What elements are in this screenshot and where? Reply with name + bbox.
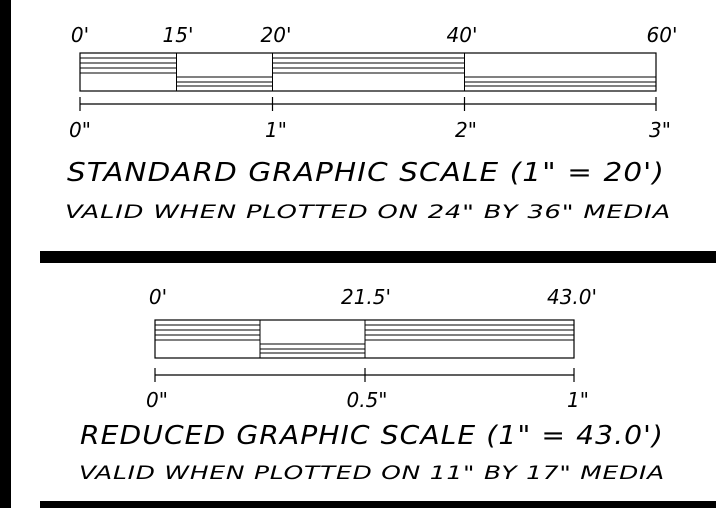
standard-scale-bar: [79, 52, 657, 92]
section-divider-bottom: [40, 501, 716, 508]
standard-top-label-3: 40': [447, 23, 478, 47]
reduced-scale-subtitle: VALID WHEN PLOTTED ON 11" BY 17" MEDIA: [79, 462, 665, 484]
standard-top-label-0: 0': [71, 23, 89, 47]
standard-top-label-2: 20': [261, 23, 292, 47]
sheet-left-border: [0, 0, 11, 508]
reduced-bottom-label-1: 0.5": [346, 388, 387, 412]
standard-bottom-label-2: 2": [455, 118, 477, 142]
section-divider-top: [40, 251, 716, 263]
reduced-top-label-0: 0': [149, 285, 167, 309]
standard-top-label-4: 60': [647, 23, 678, 47]
reduced-inch-axis: [154, 368, 575, 382]
reduced-scale-title: REDUCED GRAPHIC SCALE (1" = 43.0'): [80, 421, 664, 451]
standard-bottom-label-3: 3": [649, 118, 671, 142]
reduced-top-label-2: 43.0': [547, 285, 597, 309]
reduced-top-label-1: 21.5': [341, 285, 391, 309]
standard-scale-subtitle: VALID WHEN PLOTTED ON 24" BY 36" MEDIA: [65, 201, 671, 223]
standard-inch-axis: [79, 97, 657, 111]
standard-scale-title: STANDARD GRAPHIC SCALE (1" = 20'): [67, 158, 665, 188]
reduced-bottom-label-2: 1": [567, 388, 589, 412]
standard-scale: 0' 15' 20' 40' 60': [65, 23, 677, 223]
standard-bottom-label-0: 0": [69, 118, 91, 142]
reduced-scale-bar: [154, 319, 575, 359]
reduced-scale: 0' 21.5' 43.0': [79, 285, 665, 484]
standard-bottom-label-1: 1": [265, 118, 287, 142]
standard-top-label-1: 15': [163, 23, 194, 47]
reduced-bottom-label-0: 0": [146, 388, 168, 412]
